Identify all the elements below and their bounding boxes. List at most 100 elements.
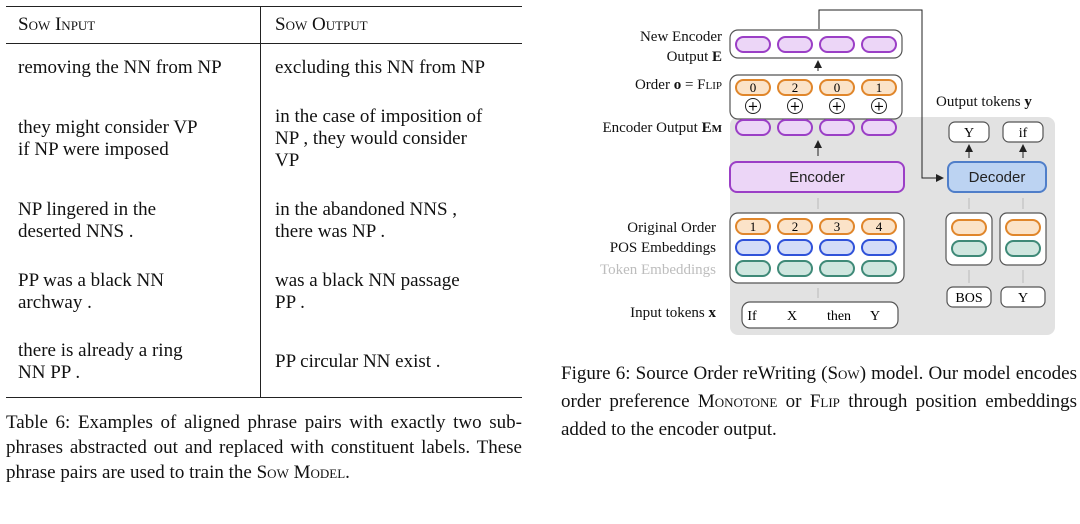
decoder-box (947, 161, 1047, 193)
new-encoder-output-pill (777, 36, 813, 53)
new-encoder-output-pill (735, 36, 771, 53)
decoder-label: Decoder (969, 169, 1026, 186)
original-order-pill (777, 218, 813, 235)
decoder-teal-pill (1005, 240, 1041, 257)
pos-embedding-pill (735, 239, 771, 256)
input-token: Y (870, 309, 880, 324)
label-output-word: Output (666, 49, 709, 65)
order-pill-label: 1 (876, 80, 883, 95)
decoder-teal-pill (951, 240, 987, 257)
input-tokens-word: Input tokens (630, 305, 705, 321)
header-sow-input: Sow Input (6, 6, 261, 44)
order-box (729, 74, 903, 120)
decoder-orange-pill (951, 219, 987, 236)
embeddings-box (729, 212, 905, 284)
fig-caption-sow: Sow (827, 363, 860, 384)
order-pill (735, 79, 771, 96)
input-cell: they might consider VP if NP were impose… (18, 116, 198, 160)
original-order-pill (735, 218, 771, 235)
fig-caption-end: through position embeddings added to the… (561, 391, 1078, 440)
table-caption-text: Table 6: Examples of aligned phrase pair… (6, 412, 522, 483)
figure-caption: Figure 6: Source Order reWriting (Sow) m… (561, 360, 1077, 444)
phrase-pairs-table: Sow Input Sow Output removing the NN fro… (6, 6, 522, 398)
table-6: Sow Input Sow Output removing the NN fro… (6, 6, 522, 398)
output-cell: excluding this NN from NP (275, 56, 486, 78)
encoder-output-pill (735, 119, 771, 136)
token-embedding-pill (777, 260, 813, 277)
label-pos-embeddings: POS Embeddings (609, 240, 716, 256)
output-token: if (1019, 126, 1028, 141)
encoder-box (729, 161, 905, 193)
order-pill (861, 79, 897, 96)
encoder-output-pill (819, 119, 855, 136)
encoder-output-pill (861, 119, 897, 136)
output-cell: PP circular NN exist . (275, 351, 441, 373)
label-new-encoder-output: New Encoder Output E (640, 27, 722, 67)
decoder-input-token: Y (1018, 291, 1028, 306)
original-order-pill-label: 1 (750, 219, 757, 234)
plus-sign: + (874, 100, 885, 115)
label-output-tokens: Output tokens y (936, 94, 1032, 110)
table-row: PP was a black NN archway . was a black … (6, 255, 522, 328)
original-order-pill-label: 2 (792, 219, 799, 234)
original-order-pill-label: 4 (876, 219, 883, 234)
plus-sign: + (790, 100, 801, 115)
output-token: Y (964, 126, 974, 141)
output-cell: was a black NN passage PP . (275, 269, 460, 313)
input-cell: PP was a black NN archway . (18, 269, 164, 313)
output-cell: in the case of imposition of NP , they w… (275, 105, 483, 171)
decoder-input-token-box (946, 286, 992, 308)
table-row: there is already a ring NN PP . PP circu… (6, 327, 522, 398)
input-tokens-symbol: x (708, 305, 717, 321)
label-order: Order o = Flip (635, 77, 722, 93)
token-embedding-pill (819, 260, 855, 277)
order-word: Order (634, 77, 670, 93)
input-cell: removing the NN from NP (18, 56, 222, 78)
output-cell: in the abandoned NNS , there was NP . (275, 198, 458, 242)
fig-caption-flip: Flip (809, 391, 840, 412)
input-token: If (747, 309, 757, 324)
token-embedding-pill (735, 260, 771, 277)
fig-caption-prefix: Figure 6: Source Order reWriting ( (561, 363, 828, 384)
fig-caption-monotone: Monotone (697, 391, 778, 412)
original-order-pill-label: 3 (834, 219, 841, 234)
encoder-output-symbol: E (701, 120, 712, 136)
output-tokens-word: Output tokens (936, 94, 1021, 110)
label-new-encoder-line1: New Encoder (639, 29, 722, 45)
order-pill-label: 2 (792, 80, 799, 95)
encoder-label: Encoder (789, 169, 845, 186)
new-encoder-output-pill (819, 36, 855, 53)
order-pill (819, 79, 855, 96)
pos-embedding-pill (777, 239, 813, 256)
table-caption-end: . (345, 462, 350, 483)
encoder-output-sub: M (711, 123, 722, 135)
plus-icon (787, 98, 803, 114)
output-token-box (1002, 121, 1044, 143)
table-row: NP lingered in the deserted NNS . in the… (6, 185, 522, 256)
table-caption: Table 6: Examples of aligned phrase pair… (6, 410, 522, 485)
decoder-input-token: BOS (955, 291, 982, 306)
table-header-row: Sow Input Sow Output (6, 6, 522, 44)
label-token-embeddings: Token Embeddings (599, 262, 716, 278)
plus-icon (829, 98, 845, 114)
label-original-order: Original Order (627, 220, 716, 236)
fig-caption-mid: ) model. Our model encodes order prefere… (561, 363, 1077, 412)
output-token-box (948, 121, 990, 143)
input-token: X (787, 309, 797, 324)
pos-embedding-pill (819, 239, 855, 256)
output-tokens-symbol: y (1024, 94, 1032, 110)
plus-icon (745, 98, 761, 114)
order-eq: = (684, 77, 698, 93)
order-pill-label: 0 (750, 80, 757, 95)
input-cell: NP lingered in the deserted NNS . (18, 198, 157, 242)
label-encoder-output: Encoder Output EM (602, 120, 722, 137)
token-embedding-pill (861, 260, 897, 277)
original-order-pill (861, 218, 897, 235)
label-e-symbol: E (711, 49, 722, 65)
order-pill-label: 0 (834, 80, 841, 95)
plus-sign: + (832, 100, 843, 115)
table-caption-model: Sow Model (256, 462, 346, 483)
input-token: then (827, 309, 851, 324)
